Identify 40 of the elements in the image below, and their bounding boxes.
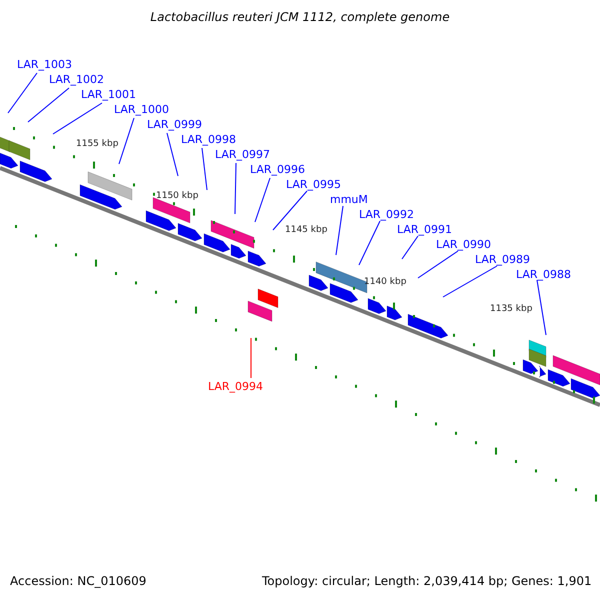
scale-label: 1135 kbp bbox=[490, 305, 532, 315]
leader-line bbox=[250, 338, 252, 378]
gene-label: LAR_0990 bbox=[436, 239, 492, 252]
gene-label: LAR_0994 bbox=[208, 381, 264, 394]
gene-label: LAR_0999 bbox=[147, 119, 202, 132]
leader-line bbox=[336, 206, 344, 256]
scale-label: 1150 kbp bbox=[156, 192, 198, 202]
leader-line bbox=[536, 280, 546, 336]
leader-line bbox=[118, 118, 134, 164]
gene-label: LAR_0995 bbox=[286, 179, 342, 192]
gene-label: LAR_0998 bbox=[181, 134, 236, 146]
gene-label: LAR_0997 bbox=[215, 149, 270, 162]
scale-label: 1145 kbp bbox=[285, 226, 328, 236]
gene-label: mmuM bbox=[330, 194, 368, 206]
gene-label: LAR_0989 bbox=[475, 254, 530, 266]
gene-label: LAR_1001 bbox=[81, 89, 136, 102]
leader-line bbox=[254, 178, 270, 222]
leader-line bbox=[418, 250, 458, 278]
title: Lactobacillus reuteri JCM 1112, complete genome bbox=[149, 11, 451, 24]
gene-label: LAR_0996 bbox=[250, 164, 306, 176]
gene-label: LAR_0991 bbox=[397, 224, 452, 236]
gene-label: LAR_1002 bbox=[49, 74, 104, 86]
leader-line bbox=[234, 162, 236, 214]
scale-label: 1155 kbp bbox=[76, 140, 118, 150]
gene-label: LAR_1003 bbox=[17, 59, 72, 72]
gene-label: LAR_1000 bbox=[114, 104, 170, 116]
gene-label: LAR_0988 bbox=[516, 269, 572, 282]
leader-line bbox=[358, 220, 380, 266]
leader-line bbox=[52, 102, 102, 134]
leader-line bbox=[272, 190, 308, 230]
leader-line bbox=[202, 148, 208, 190]
genome-info-text: Topology: circular; Length: 2,039,414 bp; Genes: 1,901 bbox=[262, 575, 592, 588]
leader-line bbox=[402, 236, 418, 260]
gene-label: LAR_0992 bbox=[359, 209, 414, 222]
accession-text: Accession: NC_010609 bbox=[10, 575, 146, 588]
leader-line bbox=[442, 266, 498, 298]
scale-label: 1140 kbp bbox=[364, 278, 406, 288]
leader-line bbox=[28, 88, 70, 122]
leader-line bbox=[8, 72, 38, 114]
leader-line bbox=[166, 132, 178, 176]
